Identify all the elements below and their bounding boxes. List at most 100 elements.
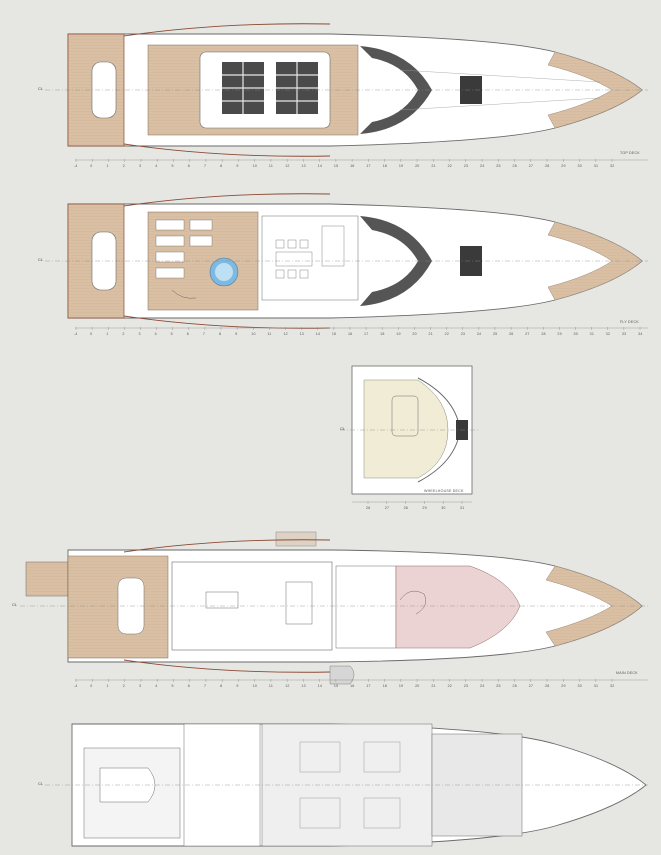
frame-number: 27 <box>384 506 390 510</box>
wheelhouse-deck-label: WHEELHOUSE DECK <box>424 489 464 493</box>
frame-number: 7 <box>203 684 207 688</box>
frame-number: 17 <box>366 164 371 168</box>
frame-number: 30 <box>577 684 582 688</box>
frame-number: 9 <box>236 684 239 688</box>
frame-number: 4 <box>154 332 157 336</box>
frame-number: 16 <box>347 332 353 336</box>
swim-platform <box>25 561 69 597</box>
lower-deck-plan <box>45 723 648 847</box>
frame-number: 11 <box>268 684 274 688</box>
frame-number: 0 <box>90 164 93 168</box>
top-deck-hatch <box>460 76 482 104</box>
frame-number: 27 <box>528 684 534 688</box>
frame-number: 13 <box>299 332 304 336</box>
frame-number: 6 <box>187 164 190 168</box>
fly-deck-cl-mark: CL <box>38 257 44 262</box>
frame-number: 17 <box>364 332 369 336</box>
frame-number: 26 <box>509 332 514 336</box>
frame-number: 18 <box>382 164 387 168</box>
fly-deck-hatch <box>460 246 482 276</box>
salon-dining-table <box>285 581 313 625</box>
frame-number: 28 <box>403 506 408 510</box>
frame-number: 9 <box>235 332 238 336</box>
main-deck-tender-bay <box>329 665 355 685</box>
frame-number: 28 <box>541 332 546 336</box>
frame-number: 26 <box>512 164 517 168</box>
frame-number: 34 <box>638 332 643 336</box>
lower-deck-cl-mark: CL <box>38 781 44 786</box>
sunbeds <box>155 219 213 279</box>
frame-number: 24 <box>480 684 485 688</box>
frame-number: 29 <box>561 684 566 688</box>
top-deck-plan <box>45 23 648 161</box>
frame-number: -4 <box>74 684 78 688</box>
frame-number: 31 <box>460 506 465 510</box>
frame-number: 16 <box>350 164 355 168</box>
frame-number: 23 <box>463 164 469 168</box>
frame-number: 5 <box>171 684 174 688</box>
frame-number: 22 <box>444 332 450 336</box>
frame-number: 10 <box>252 684 258 688</box>
main-deck-cl-mark: CL <box>12 602 18 607</box>
frame-number: 12 <box>285 684 290 688</box>
frame-number: 9 <box>236 164 239 168</box>
frame-number: 25 <box>496 164 501 168</box>
frame-number: -4 <box>74 332 78 336</box>
frame-number: 3 <box>138 164 142 168</box>
top-deck-bow-teak <box>547 51 643 129</box>
frame-number: 24 <box>476 332 482 336</box>
frame-number: 29 <box>557 332 562 336</box>
frame-number: 32 <box>610 684 615 688</box>
frame-number: 14 <box>317 684 323 688</box>
frame-number: 18 <box>382 684 387 688</box>
frame-number: 14 <box>315 332 321 336</box>
frame-number: 26 <box>366 506 371 510</box>
frame-number: 2 <box>122 332 125 336</box>
frame-number: 30 <box>577 164 582 168</box>
frame-number: 20 <box>415 164 420 168</box>
frame-number: 24 <box>480 164 485 168</box>
frame-number: 20 <box>415 684 420 688</box>
frame-number: 30 <box>441 506 446 510</box>
frame-number: 11 <box>267 332 272 336</box>
frame-number: 32 <box>605 332 611 336</box>
frame-number: 33 <box>621 332 627 336</box>
top-deck-cl-mark: CL <box>38 86 44 91</box>
fly-deck-table <box>275 251 313 267</box>
frame-number: 27 <box>528 164 534 168</box>
top-deck-windscreen <box>360 46 432 134</box>
wheelhouse-deck-plan <box>340 365 478 503</box>
top-deck-bulwark-accent <box>123 23 331 157</box>
frame-number: 15 <box>333 684 339 688</box>
frame-number: 3 <box>138 332 141 336</box>
frame-number: 29 <box>561 164 566 168</box>
fly-deck-bow-teak <box>547 221 643 301</box>
main-deck-label: MAIN DECK <box>616 671 638 675</box>
wheelhouse-cl-mark: CL <box>340 426 346 431</box>
frame-number: 8 <box>219 332 222 336</box>
frame-number: 11 <box>268 164 274 168</box>
main-deck-spiral-stair <box>399 590 426 615</box>
frame-number: 25 <box>496 684 501 688</box>
frame-number: 2 <box>122 164 125 168</box>
frame-number: 12 <box>285 164 290 168</box>
frame-number: 29 <box>422 506 427 510</box>
frame-number: 23 <box>460 332 466 336</box>
frame-number: 2 <box>122 684 125 688</box>
frame-number: 31 <box>589 332 595 336</box>
frame-number: 28 <box>545 164 550 168</box>
fly-deck-windscreen <box>360 216 432 306</box>
top-deck-label: TOP DECK <box>620 151 640 155</box>
frame-number: 5 <box>171 164 174 168</box>
owner-suite <box>395 565 521 649</box>
main-deck-roof-tab <box>275 531 317 547</box>
fly-deck-label: FLY DECK <box>620 320 639 324</box>
frame-number: -4 <box>74 164 78 168</box>
main-deck-plan <box>20 531 648 685</box>
fly-deck-plan <box>45 193 648 329</box>
frame-number: 7 <box>203 164 207 168</box>
frame-number: 15 <box>331 332 337 336</box>
frame-number: 6 <box>186 332 189 336</box>
frame-number: 0 <box>90 332 93 336</box>
frame-number: 6 <box>187 684 190 688</box>
